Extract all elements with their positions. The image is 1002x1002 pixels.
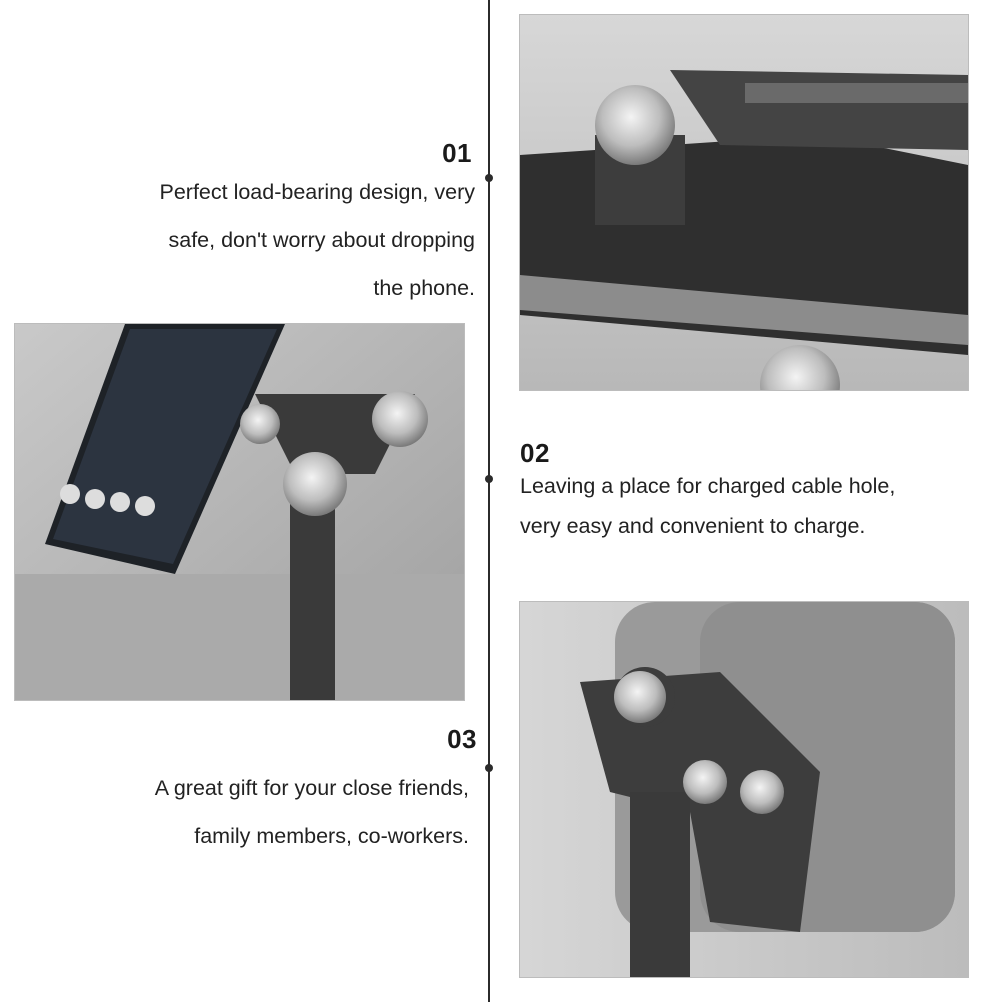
feature-02-line-2: very easy and convenient to charge. bbox=[520, 514, 866, 538]
stand-back-illustration bbox=[520, 602, 968, 977]
feature-03-number: 03 bbox=[447, 724, 477, 754]
phone-on-stand-photo bbox=[14, 323, 465, 701]
feature-03-line-2: family members, co-workers. bbox=[194, 824, 469, 848]
stand-back-view-photo bbox=[519, 601, 969, 978]
hinge-closeup-photo bbox=[519, 14, 969, 391]
feature-01-text: Perfect load-bearing design, very safe, … bbox=[159, 168, 475, 312]
feature-01-line-2: safe, don't worry about dropping bbox=[168, 228, 476, 252]
phone-stand-illustration bbox=[15, 324, 464, 700]
feature-02-text: Leaving a place for charged cable hole, … bbox=[520, 466, 895, 546]
feature-01-line-3: the phone. bbox=[373, 276, 475, 300]
timeline-dot-02 bbox=[485, 475, 493, 483]
hinge-closeup-illustration bbox=[520, 15, 968, 390]
timeline-line bbox=[488, 0, 490, 1002]
feature-02-line-1: Leaving a place for charged cable hole, bbox=[520, 474, 896, 498]
timeline-dot-03 bbox=[485, 764, 493, 772]
feature-03-line-1: A great gift for your close friends, bbox=[154, 776, 469, 800]
feature-02-number: 02 bbox=[520, 438, 550, 468]
feature-03-text: A great gift for your close friends, fam… bbox=[155, 764, 469, 860]
feature-01-number: 01 bbox=[442, 138, 472, 168]
timeline-dot-01 bbox=[485, 174, 493, 182]
feature-01-line-1: Perfect load-bearing design, very bbox=[159, 180, 475, 204]
